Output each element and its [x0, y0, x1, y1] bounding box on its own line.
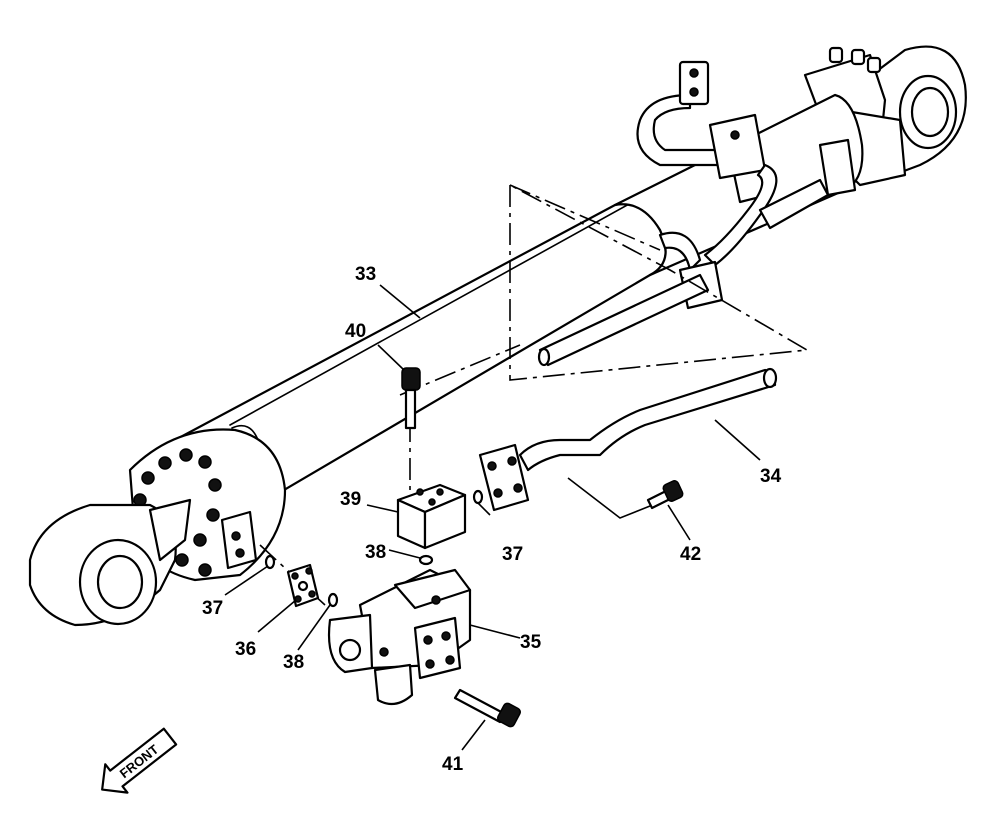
o-ring-37-right — [472, 489, 484, 505]
callout-42: 42 — [680, 544, 701, 565]
front-arrow: FRONT — [101, 727, 178, 794]
block-39 — [396, 483, 467, 550]
bolt-40 — [401, 367, 421, 430]
o-ring-37-left — [264, 554, 276, 570]
callout-37-right: 37 — [502, 544, 523, 565]
callout-40: 40 — [345, 321, 366, 342]
callout-38-lower: 38 — [283, 652, 304, 673]
callout-labels: 33 34 35 36 37 37 38 38 39 40 41 42 — [202, 264, 782, 775]
o-ring-38-upper — [418, 554, 434, 566]
callout-leaders — [224, 284, 761, 751]
callout-36: 36 — [235, 639, 256, 660]
front-arrow-icon — [101, 727, 178, 794]
cylinder-tube — [173, 93, 864, 512]
phantom-plane — [509, 183, 810, 381]
o-rings — [264, 489, 484, 608]
screw-42 — [646, 480, 684, 510]
plate-36 — [286, 563, 320, 608]
bolt-41 — [453, 688, 521, 728]
valve-35 — [327, 568, 472, 706]
callout-34: 34 — [760, 466, 782, 487]
upper-pipe-loop — [636, 60, 857, 310]
o-ring-38-lower — [327, 592, 339, 608]
callout-37-left: 37 — [202, 598, 223, 619]
callout-39: 39 — [340, 489, 361, 510]
callout-38-upper: 38 — [365, 542, 386, 563]
callout-35: 35 — [520, 632, 542, 653]
cylinder-head-end — [28, 428, 287, 627]
pipe-34 — [478, 273, 778, 512]
callout-41: 41 — [442, 754, 464, 775]
callout-33: 33 — [355, 264, 376, 285]
